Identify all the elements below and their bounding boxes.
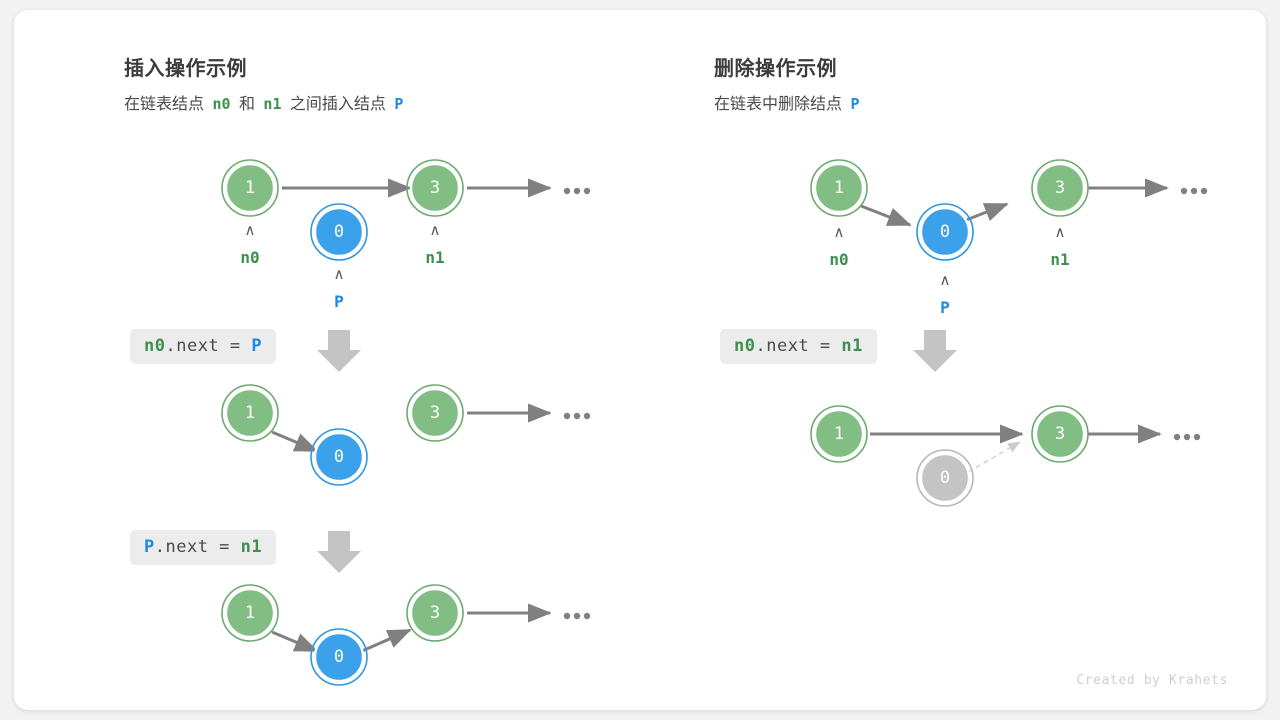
pointer-label-n0: n0 xyxy=(240,248,259,267)
edge-1-to-0 xyxy=(271,630,319,653)
text-token: P xyxy=(394,95,404,113)
node-p: 0 xyxy=(916,203,974,261)
node-n1: 3 xyxy=(1031,405,1089,463)
ellipsis-icon xyxy=(1173,433,1201,441)
node-value: 1 xyxy=(245,403,255,423)
node-value: 1 xyxy=(245,603,255,623)
credit-text: Created by Krahets xyxy=(1076,673,1228,688)
node-n1: 3 xyxy=(406,159,464,217)
node-value: 3 xyxy=(430,178,440,198)
delete-step-2: 1 0 3 xyxy=(810,405,1201,507)
node-value: 0 xyxy=(940,222,950,242)
insert-step-1: 1 ∧ n0 0 ∧ P 3 ∧ n1 xyxy=(221,159,591,311)
panel-insert-title: 插入操作示例 xyxy=(124,58,247,80)
edge-1-to-0 xyxy=(271,430,319,453)
text-token: n0 xyxy=(212,95,231,113)
node-n0: 1 xyxy=(221,159,279,217)
ellipsis-icon xyxy=(563,612,591,620)
insert-diagram: 1 ∧ n0 0 ∧ P 3 ∧ n1 xyxy=(221,159,591,686)
node-p: 0 xyxy=(310,628,368,686)
text-token: 之间插入结点 xyxy=(285,96,391,113)
ellipsis-icon xyxy=(1180,187,1208,195)
node-p: 0 xyxy=(310,203,368,261)
node-n0: 1 xyxy=(810,159,868,217)
node-p: 0 xyxy=(310,428,368,486)
caret-icon-n0: ∧ xyxy=(834,223,845,241)
text-token: .next = xyxy=(755,336,842,356)
pointer-label-p: P xyxy=(940,298,950,317)
panel-insert: 插入操作示例 在链表结点 n0 和 n1 之间插入结点 P n0.next = … xyxy=(14,10,640,710)
diagram-card: 插入操作示例 在链表结点 n0 和 n1 之间插入结点 P n0.next = … xyxy=(14,10,1266,710)
text-token: n0 xyxy=(144,336,166,356)
node-value: 0 xyxy=(940,468,950,488)
node-value: 3 xyxy=(1055,178,1065,198)
node-n1: 3 xyxy=(406,384,464,442)
node-value: 3 xyxy=(430,403,440,423)
node-value: 3 xyxy=(1055,424,1065,444)
pointer-label-n0: n0 xyxy=(829,250,848,269)
insert-step-3: 1 0 3 xyxy=(221,584,591,686)
node-p-deleted: 0 xyxy=(916,449,974,507)
delete-diagram: 1 ∧ n0 0 ∧ P 3 ∧ n1 xyxy=(810,159,1208,507)
node-n1: 3 xyxy=(406,584,464,642)
edge-0-to-3 xyxy=(361,628,412,653)
code-label-n0-next-p: n0.next = P xyxy=(130,329,277,364)
text-token: 在链表中删除结点 xyxy=(714,96,847,113)
text-token: P xyxy=(850,95,860,113)
panel-insert-subtitle: 在链表结点 n0 和 n1 之间插入结点 P xyxy=(124,90,407,114)
text-token: .next = xyxy=(165,336,252,356)
node-n0: 1 xyxy=(221,384,279,442)
panel-delete-subtitle: 在链表中删除结点 P xyxy=(714,90,863,114)
pointer-label-p: P xyxy=(334,292,344,311)
edge-1-to-0 xyxy=(860,204,912,227)
node-value: 1 xyxy=(834,424,844,444)
pointer-label-n1: n1 xyxy=(1050,250,1069,269)
text-token: P xyxy=(144,537,155,557)
text-token: n1 xyxy=(240,537,263,557)
node-value: 3 xyxy=(430,603,440,623)
node-n0: 1 xyxy=(221,584,279,642)
panel-delete-title: 删除操作示例 xyxy=(714,58,837,80)
caret-icon-p: ∧ xyxy=(334,265,345,283)
text-token: 在链表结点 xyxy=(124,96,209,113)
caret-icon-n1: ∧ xyxy=(1055,223,1066,241)
caret-icon-n1: ∧ xyxy=(430,221,441,239)
text-token: 和 xyxy=(234,96,260,113)
flow-arrow-down-2 xyxy=(317,531,361,573)
text-token: n0 xyxy=(734,336,756,356)
node-value: 1 xyxy=(245,178,255,198)
text-token: P xyxy=(251,336,263,356)
node-n1: 3 xyxy=(1031,159,1089,217)
node-value: 0 xyxy=(334,222,344,242)
node-value: 0 xyxy=(334,447,344,467)
flow-arrow-down-1 xyxy=(913,330,957,372)
caret-icon-n0: ∧ xyxy=(245,221,256,239)
ellipsis-icon xyxy=(563,187,591,195)
text-token: n1 xyxy=(841,336,863,356)
pointer-label-n1: n1 xyxy=(425,248,444,267)
ellipsis-icon xyxy=(563,412,591,420)
code-label-p-next-n1: P.next = n1 xyxy=(130,530,277,565)
panel-delete: 删除操作示例 在链表中删除结点 P n0.next = n1 1 ∧ xyxy=(604,10,1266,710)
node-value: 1 xyxy=(834,178,844,198)
edge-0-to-3-dashed xyxy=(967,441,1021,473)
delete-step-1: 1 ∧ n0 0 ∧ P 3 ∧ n1 xyxy=(810,159,1208,317)
insert-step-2: 1 0 3 xyxy=(221,384,591,486)
node-value: 0 xyxy=(334,647,344,667)
caret-icon-p: ∧ xyxy=(940,271,951,289)
flow-arrow-down-1 xyxy=(317,330,361,372)
text-token: n1 xyxy=(263,95,282,113)
node-n0: 1 xyxy=(810,405,868,463)
text-token: .next = xyxy=(154,537,241,557)
code-label-n0-next-n1: n0.next = n1 xyxy=(720,329,877,364)
